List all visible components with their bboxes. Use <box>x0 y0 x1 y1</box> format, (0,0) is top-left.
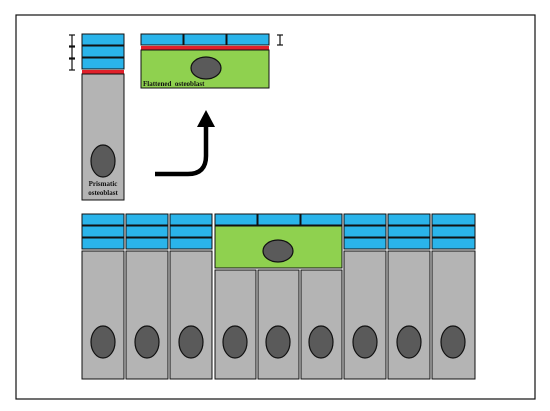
prismatic-osteoblast-cell <box>81 73 125 201</box>
nucleus <box>134 325 160 359</box>
nucleus <box>396 325 422 359</box>
prismatic-cell-column <box>81 213 125 380</box>
prismatic-label-line2: osteoblast <box>88 189 118 197</box>
i-beam-bracket-icon <box>277 34 283 46</box>
flattened-cell-column <box>214 213 343 380</box>
nucleus <box>440 325 466 359</box>
matrix-layer <box>140 33 184 46</box>
matrix-layer <box>226 33 270 46</box>
boundary-line <box>141 46 269 50</box>
nucleus <box>308 325 334 359</box>
matrix-layer <box>81 57 125 70</box>
flattened-osteoblast-group: Flattened osteoblast <box>140 33 283 89</box>
nucleus <box>262 239 294 263</box>
prismatic-cell-column <box>343 213 387 380</box>
prismatic-cell-column <box>431 213 476 380</box>
nucleus <box>178 325 204 359</box>
boundary-line <box>82 70 124 74</box>
i-beam-bracket-icon <box>69 46 75 59</box>
prismatic-label-line1: Prismatic <box>89 180 118 188</box>
nucleus <box>90 144 116 178</box>
curved-arrow-icon <box>155 110 215 177</box>
flattened-label: Flattened osteoblast <box>143 80 205 88</box>
i-beam-bracket-icon <box>69 58 75 71</box>
prismatic-cell-column <box>387 213 431 380</box>
nucleus <box>352 325 378 359</box>
prismatic-cell-column <box>125 213 169 380</box>
matrix-layer <box>81 45 125 58</box>
nucleus <box>265 325 291 359</box>
prismatic-cell-column <box>169 213 213 380</box>
nucleus <box>90 325 116 359</box>
nucleus <box>222 325 248 359</box>
matrix-layer <box>81 33 125 46</box>
i-beam-bracket-icon <box>69 34 75 47</box>
prismatic-osteoblast-group: Prismatic osteoblast <box>69 33 125 201</box>
matrix-layer <box>183 33 227 46</box>
osteoblast-row <box>81 213 476 380</box>
nucleus <box>190 56 222 80</box>
